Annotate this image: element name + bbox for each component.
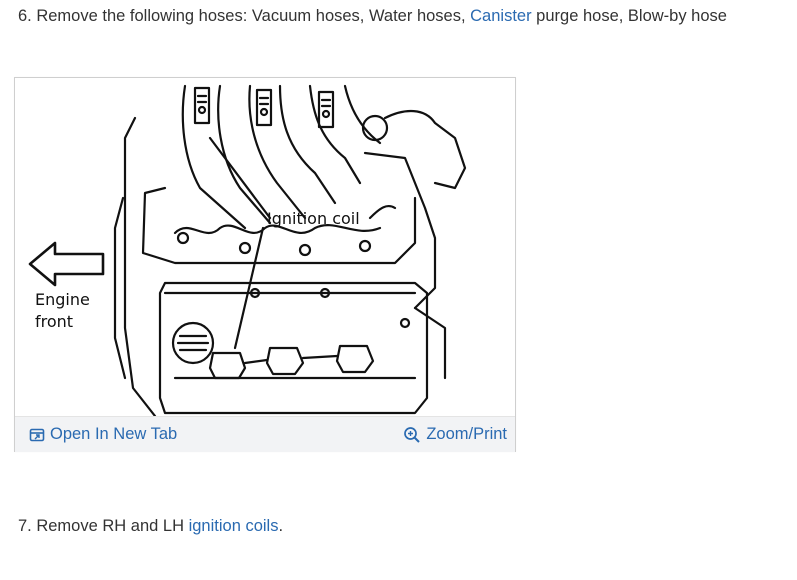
ignition-coils-link[interactable]: ignition coils	[188, 517, 279, 535]
front-label: front	[35, 312, 73, 331]
step-6-suffix: purge hose, Blow-by hose	[531, 7, 727, 25]
figure-container: Ignition coil Engine front Open In New T…	[14, 77, 516, 452]
step-6-prefix: 6. Remove the following hoses: Vacuum ho…	[18, 7, 471, 25]
step-7-prefix: 7. Remove RH and LH	[18, 517, 189, 535]
figure-toolbar: Open In New Tab Zoom/Print	[15, 416, 515, 452]
zoom-print-button[interactable]: Zoom/Print	[403, 425, 507, 444]
open-new-tab-icon	[29, 428, 45, 441]
step-7-text: 7. Remove RH and LH ignition coils.	[18, 516, 283, 536]
engine-diagram-illustration: Ignition coil Engine front	[28, 84, 467, 416]
step-7-suffix: .	[278, 517, 284, 535]
step-6-text: 6. Remove the following hoses: Vacuum ho…	[18, 6, 727, 26]
engine-label: Engine	[35, 290, 90, 309]
ignition-coil-label: Ignition coil	[267, 209, 360, 228]
zoom-magnifier-icon	[404, 426, 421, 443]
open-in-new-tab-label: Open In New Tab	[50, 425, 178, 443]
open-in-new-tab-button[interactable]: Open In New Tab	[29, 425, 177, 444]
zoom-print-label: Zoom/Print	[426, 425, 507, 443]
canister-link[interactable]: Canister	[470, 7, 532, 25]
